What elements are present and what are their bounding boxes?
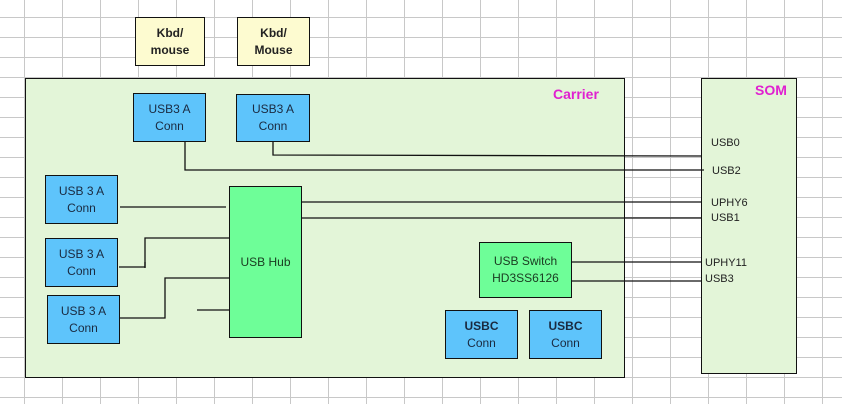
hub-label: USB Hub	[240, 254, 291, 269]
som-pin-usb0: USB0	[711, 137, 740, 149]
switch-label-line1: USB Switch	[493, 254, 558, 268]
conn-label-line2: Conn	[551, 335, 580, 350]
conn-label-line1: USB 3 A	[58, 183, 105, 198]
carrier-board	[25, 78, 625, 378]
som-pin-uphy6: UPHY6	[711, 197, 748, 209]
usbc-conn-1: USBC Conn	[445, 310, 518, 359]
som-pin-uphy11: UPHY11	[705, 257, 747, 269]
conn-label-line2: Conn	[69, 320, 98, 335]
wire-usb0	[272, 140, 703, 157]
kbd-label-line2: mouse	[150, 42, 190, 57]
usb3a-conn-left-3: USB 3 A Conn	[47, 295, 120, 344]
conn-label-line2: Conn	[155, 118, 184, 133]
wire-left-conn3-hub	[120, 277, 229, 319]
conn-label-line1: USB3 A	[148, 101, 191, 116]
kbd-label-line2: Mouse	[254, 42, 293, 57]
carrier-title: Carrier	[553, 86, 599, 102]
conn-label-line1: USBC	[464, 318, 499, 333]
som-module	[701, 78, 797, 374]
conn-label-line1: USB 3 A	[60, 303, 107, 318]
conn-label-line2: Conn	[67, 263, 96, 278]
som-pin-usb2: USB2	[712, 165, 741, 177]
som-pin-usb3: USB3	[705, 273, 734, 285]
usb-hub: USB Hub	[229, 186, 302, 338]
usb3a-conn-top-2: USB3 A Conn	[236, 94, 310, 142]
wire-usb2	[184, 140, 704, 171]
conn-label-line1: USB 3 A	[58, 246, 105, 261]
conn-label-line2: Conn	[467, 335, 496, 350]
usb-switch: USB Switch HD3SS6126	[479, 242, 572, 298]
usb3a-conn-left-2: USB 3 A Conn	[45, 238, 118, 287]
switch-label-line2: HD3SS6126	[492, 271, 559, 285]
usb3a-conn-left-1: USB 3 A Conn	[45, 175, 118, 224]
conn-label-line2: Conn	[258, 119, 288, 133]
kbd-mouse-box-2: Kbd/ Mouse	[237, 17, 310, 66]
usb3a-conn-top-1: USB3 A Conn	[133, 93, 206, 142]
kbd-label-line1: Kbd/	[260, 25, 287, 40]
kbd-mouse-box-1: Kbd/ mouse	[135, 17, 205, 66]
kbd-label-line1: Kbd/	[156, 25, 184, 40]
som-pin-usb1: USB1	[711, 212, 740, 224]
som-title: SOM	[755, 82, 787, 98]
conn-label-line1: USBC	[548, 318, 583, 333]
usbc-conn-2: USBC Conn	[529, 310, 602, 359]
wire-left-conn2-hub	[119, 237, 229, 268]
conn-label-line1: USB3 A	[251, 102, 295, 116]
conn-label-line2: Conn	[67, 200, 96, 215]
